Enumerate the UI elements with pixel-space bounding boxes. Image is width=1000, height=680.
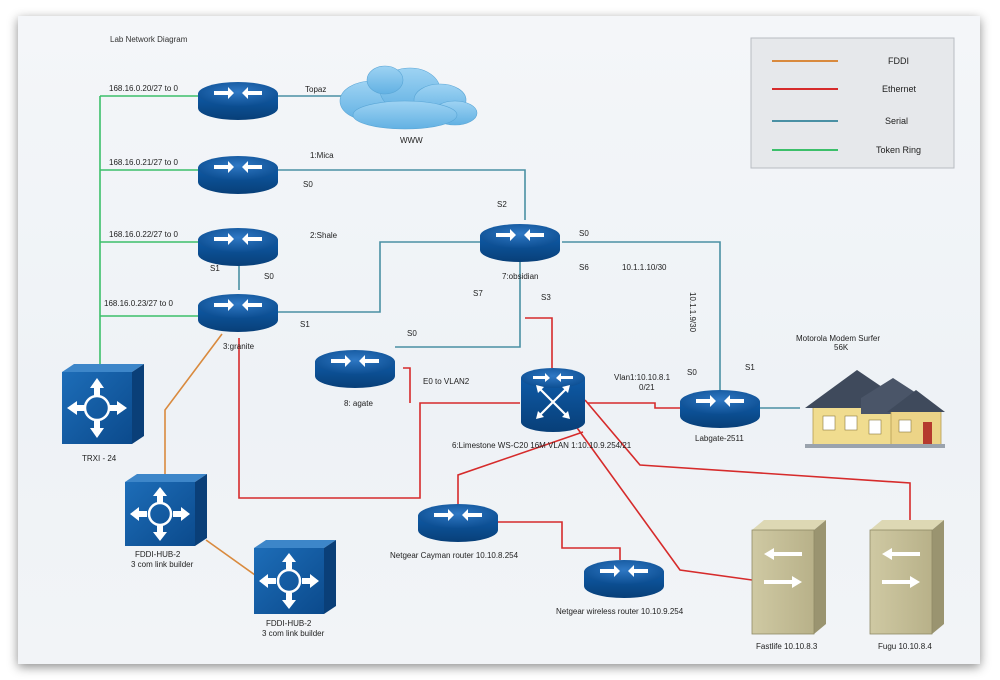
hub-fddi-1-label: FDDI-HUB-2 bbox=[135, 550, 181, 559]
fddi-links bbox=[164, 333, 263, 581]
hub-trxi[interactable] bbox=[62, 364, 144, 444]
hub-fddi-1-sublabel: 3 com link builder bbox=[131, 560, 194, 569]
port-label: S0 bbox=[687, 368, 697, 377]
router-obsidian-label: 7:obsidian bbox=[502, 272, 538, 281]
house-sublabel: 56K bbox=[834, 343, 849, 352]
legend-item-fddi: FDDI bbox=[772, 56, 909, 66]
www-cloud: WWW bbox=[339, 65, 478, 145]
hub-fddi-2[interactable] bbox=[254, 540, 336, 614]
router-topaz-label: Topaz bbox=[305, 85, 326, 94]
server-fugu-label: Fugu 10.10.8.4 bbox=[878, 642, 932, 651]
ethernet-links bbox=[238, 317, 911, 581]
hub-trxi-label: TRXI - 24 bbox=[82, 454, 117, 463]
router-shale-label: 2:Shale bbox=[310, 231, 338, 240]
router-cayman-label: Netgear Cayman router 10.10.8.254 bbox=[390, 551, 519, 560]
legend-item-token-ring: Token Ring bbox=[772, 145, 921, 155]
vlan1-label: Vlan1:10.10.8.1 bbox=[614, 373, 671, 382]
router-mica-label: 1:Mica bbox=[310, 151, 334, 160]
port-label: S2 bbox=[497, 200, 507, 209]
www-label: WWW bbox=[400, 136, 423, 145]
e0-vlan-label: E0 to VLAN2 bbox=[423, 377, 470, 386]
router-cayman[interactable] bbox=[418, 504, 498, 542]
router-icon bbox=[680, 390, 760, 428]
router-icon bbox=[480, 224, 560, 262]
router-icon bbox=[315, 350, 395, 388]
home-modem[interactable] bbox=[805, 370, 945, 448]
port-label: S0 bbox=[407, 329, 417, 338]
server-fastlife-label: Fastlife 10.10.8.3 bbox=[756, 642, 818, 651]
switch-limestone-label: 6:Limestone WS-C20 16M VLAN 1:10.10.9.25… bbox=[452, 441, 632, 450]
server-fastlife[interactable] bbox=[751, 520, 826, 635]
svg-text:FDDI: FDDI bbox=[888, 56, 909, 66]
router-wireless[interactable] bbox=[584, 560, 664, 598]
svg-text:Serial: Serial bbox=[885, 116, 908, 126]
hub-fddi-2-sublabel: 3 com link builder bbox=[262, 629, 325, 638]
hub-icon bbox=[62, 364, 144, 444]
router-obsidian[interactable] bbox=[480, 224, 560, 262]
router-icon bbox=[198, 294, 278, 332]
port-label: S0 bbox=[579, 229, 589, 238]
server-fugu[interactable] bbox=[869, 520, 944, 635]
port-label: S1 bbox=[300, 320, 310, 329]
house-label: Motorola Modem Surfer bbox=[796, 334, 880, 343]
router-icon bbox=[198, 82, 278, 120]
hub-fddi-2-label: FDDI-HUB-2 bbox=[266, 619, 312, 628]
legend-item-ethernet: Ethernet bbox=[772, 84, 917, 94]
router-icon bbox=[198, 156, 278, 194]
port-label: S6 bbox=[579, 263, 589, 272]
cloud-icon bbox=[339, 65, 478, 130]
serial-ip-label: 10.1.1.9/30 bbox=[688, 292, 697, 333]
switch-icon bbox=[521, 368, 585, 432]
vlan1-sublabel: 0/21 bbox=[639, 383, 655, 392]
hub-fddi-1[interactable] bbox=[125, 474, 207, 546]
router-icon bbox=[198, 228, 278, 266]
router-mica[interactable] bbox=[198, 156, 278, 194]
router-labgate-label: Labgate-2511 bbox=[695, 434, 744, 443]
port-label: S1 bbox=[210, 264, 220, 273]
router-icon bbox=[418, 504, 498, 542]
router-agate-label: 8: agate bbox=[344, 399, 373, 408]
serial-ip-label: 10.1.1.10/30 bbox=[622, 263, 667, 272]
router-shale[interactable] bbox=[198, 228, 278, 266]
server-icon bbox=[751, 520, 826, 635]
router-granite[interactable] bbox=[198, 294, 278, 332]
token-ring-links bbox=[99, 95, 198, 372]
port-label: S0 bbox=[264, 272, 274, 281]
port-label: S0 bbox=[303, 180, 313, 189]
router-labgate[interactable] bbox=[680, 390, 760, 428]
router-wireless-label: Netgear wireless router 10.10.9.254 bbox=[556, 607, 684, 616]
hub-icon bbox=[254, 540, 336, 614]
svg-text:Token Ring: Token Ring bbox=[876, 145, 921, 155]
port-label: S1 bbox=[745, 363, 755, 372]
token-ring-label-2: 168.16.0.21/27 to 0 bbox=[109, 158, 179, 167]
router-topaz[interactable] bbox=[198, 82, 278, 120]
router-agate[interactable] bbox=[315, 350, 395, 388]
port-label: S7 bbox=[473, 289, 483, 298]
legend-item-serial: Serial bbox=[772, 116, 908, 126]
router-icon bbox=[584, 560, 664, 598]
server-icon bbox=[869, 520, 944, 635]
switch-limestone[interactable] bbox=[521, 368, 585, 432]
house-icon bbox=[805, 370, 945, 448]
svg-text:Ethernet: Ethernet bbox=[882, 84, 917, 94]
token-ring-label-4: 168.16.0.23/27 to 0 bbox=[104, 299, 174, 308]
router-granite-label: 3:granite bbox=[223, 342, 255, 351]
hub-icon bbox=[125, 474, 207, 546]
token-ring-label-1: 168.16.0.20/27 to 0 bbox=[109, 84, 179, 93]
legend: FDDI Ethernet Serial Token Ring bbox=[750, 37, 955, 169]
port-label: S3 bbox=[541, 293, 551, 302]
serial-links bbox=[238, 95, 800, 409]
token-ring-label-3: 168.16.0.22/27 to 0 bbox=[109, 230, 179, 239]
diagram-title: Lab Network Diagram bbox=[110, 35, 188, 44]
